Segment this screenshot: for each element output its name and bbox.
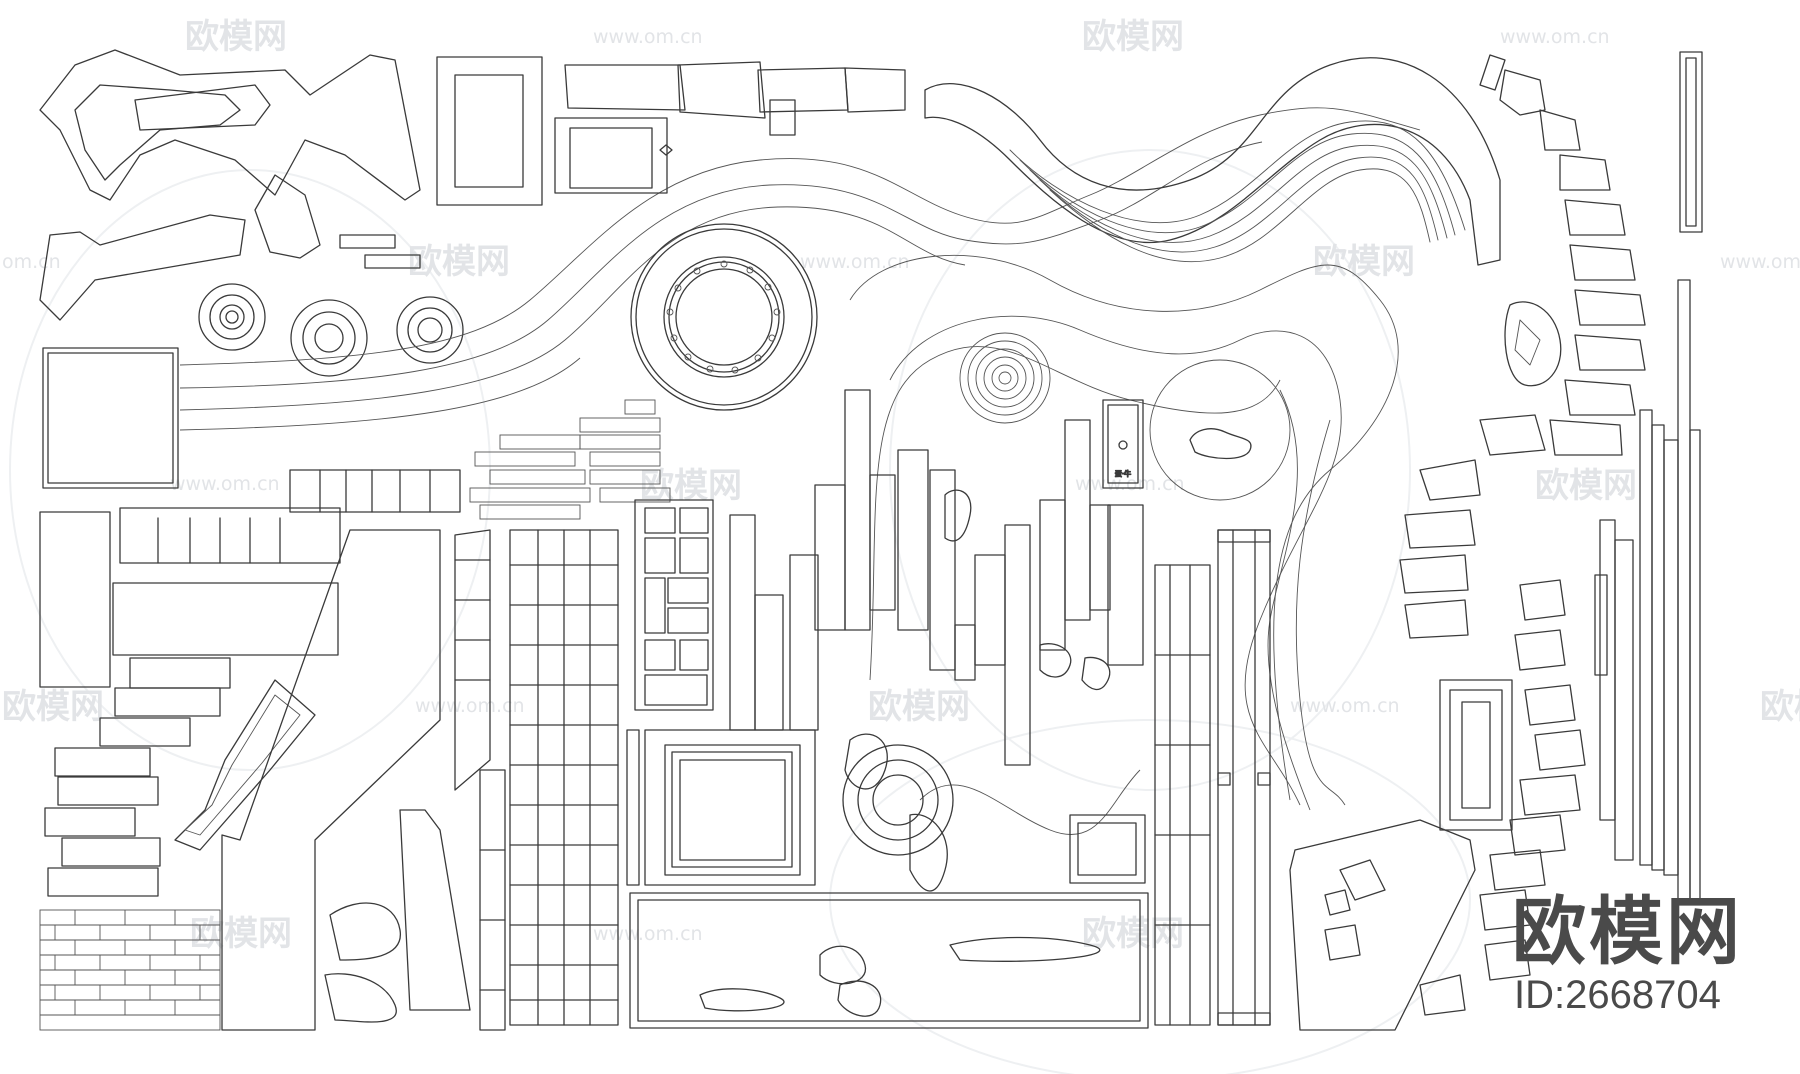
watermark-logo-2: 欧模网 [1082,17,1184,57]
svg-text:www.om.cn: www.om.cn [593,923,703,945]
watermark-url-6: www.om.cn [170,473,280,495]
svg-text:欧模网: 欧模网 [640,466,742,506]
watermark-layer: 欧模网 www.om.cn 欧模网 www.om.cn om.cn 欧模网 ww… [2,17,1800,1074]
watermark-logo-10: 欧模网 [190,914,292,954]
plaque-text: 蛋·牛 [1115,469,1131,478]
rounded-triangle-planter [1504,301,1562,387]
watermark-url-3: om.cn [2,251,61,273]
center-boulder-group [944,489,1111,691]
long-water-channel [629,892,1149,1029]
round-fountain-plaza [630,223,818,411]
paver-column-grid [509,529,619,1026]
svg-text:欧模网: 欧模网 [1760,687,1800,727]
svg-text:www.om.cn: www.om.cn [1720,251,1800,273]
watermark-logo-4: 欧模网 [1313,242,1415,282]
small-square-planter [1069,814,1146,884]
long-diagonal-path [221,529,471,1031]
svg-text:www.om.cn: www.om.cn [170,473,280,495]
svg-text:www.om.cn: www.om.cn [1500,26,1610,48]
svg-text:www.om.cn: www.om.cn [415,695,525,717]
narrow-stepping-strip [454,529,506,1031]
vertical-bar-steps [729,389,1144,766]
curved-stepping-stones [1399,54,1646,1016]
watermark-logo-5: 欧模网 [640,466,742,506]
watermark-url-4: www.om.cn [800,251,910,273]
watermark-url-2: www.om.cn [1500,26,1610,48]
corner-brand-id: ID:2668704 [1514,973,1721,1017]
stone-paver-group [634,499,714,711]
fountain-jet-dots [666,260,781,374]
svg-text:欧模网: 欧模网 [185,17,287,57]
svg-text:欧模网: 欧模网 [1313,242,1415,282]
left-square-lawn [42,347,179,489]
svg-text:欧模网: 欧模网 [868,687,970,727]
corner-brand-logo: 欧模网 [1512,889,1743,975]
seating-island-platform [1289,819,1476,1031]
concentric-circle-group-left [198,283,464,377]
svg-text:www.om.cn: www.om.cn [593,26,703,48]
brick-step-cluster [469,399,671,520]
svg-text:om.cn: om.cn [2,251,61,273]
framed-reflecting-pool [1439,679,1513,831]
square-plaza [626,729,816,886]
circle-lawn-rock [1149,359,1291,501]
watermark-url-5: www.om.cn [1720,251,1800,273]
svg-text:www.om.cn: www.om.cn [800,251,910,273]
svg-text:欧模网: 欧模网 [2,687,104,727]
lawn-outline-curves [849,254,1399,836]
top-center-blocks [436,56,906,206]
right-vertical-walls [1154,529,1271,1026]
watermark-url-8: www.om.cn [415,695,525,717]
svg-text:欧模网: 欧模网 [1082,914,1184,954]
svg-text:欧模网: 欧模网 [1082,17,1184,57]
watermark-logo-9: 欧模网 [1760,687,1800,727]
watermark-url-1: www.om.cn [593,26,703,48]
curving-stripe-path [179,107,1421,431]
top-left-path-shapes [39,49,421,321]
left-bench-row [119,469,461,564]
watermark-logo-7: 欧模网 [2,687,104,727]
wavy-seating-ribbon [924,57,1501,266]
svg-text:欧模网: 欧模网 [190,914,292,954]
svg-text:www.om.cn: www.om.cn [1290,695,1400,717]
watermark-url-10: www.om.cn [593,923,703,945]
left-stair-blocks [39,511,339,897]
engraved-plaque: 蛋·牛 [1102,399,1144,489]
watermark-logo-8: 欧模网 [868,687,970,727]
svg-text:欧模网: 欧模网 [1535,466,1637,506]
left-brick-wall [39,909,221,1031]
watermark-url-9: www.om.cn [1290,695,1400,717]
ring-with-boulders [842,733,954,892]
far-right-vertical-bars [1594,51,1703,901]
watermark-logo-3: 欧模网 [408,242,510,282]
svg-text:欧模网: 欧模网 [408,242,510,282]
watermark-logo-1: 欧模网 [185,17,287,57]
watermark-logo-6: 欧模网 [1535,466,1637,506]
watermark-logo-11: 欧模网 [1082,914,1184,954]
spiral-feature [959,332,1051,424]
